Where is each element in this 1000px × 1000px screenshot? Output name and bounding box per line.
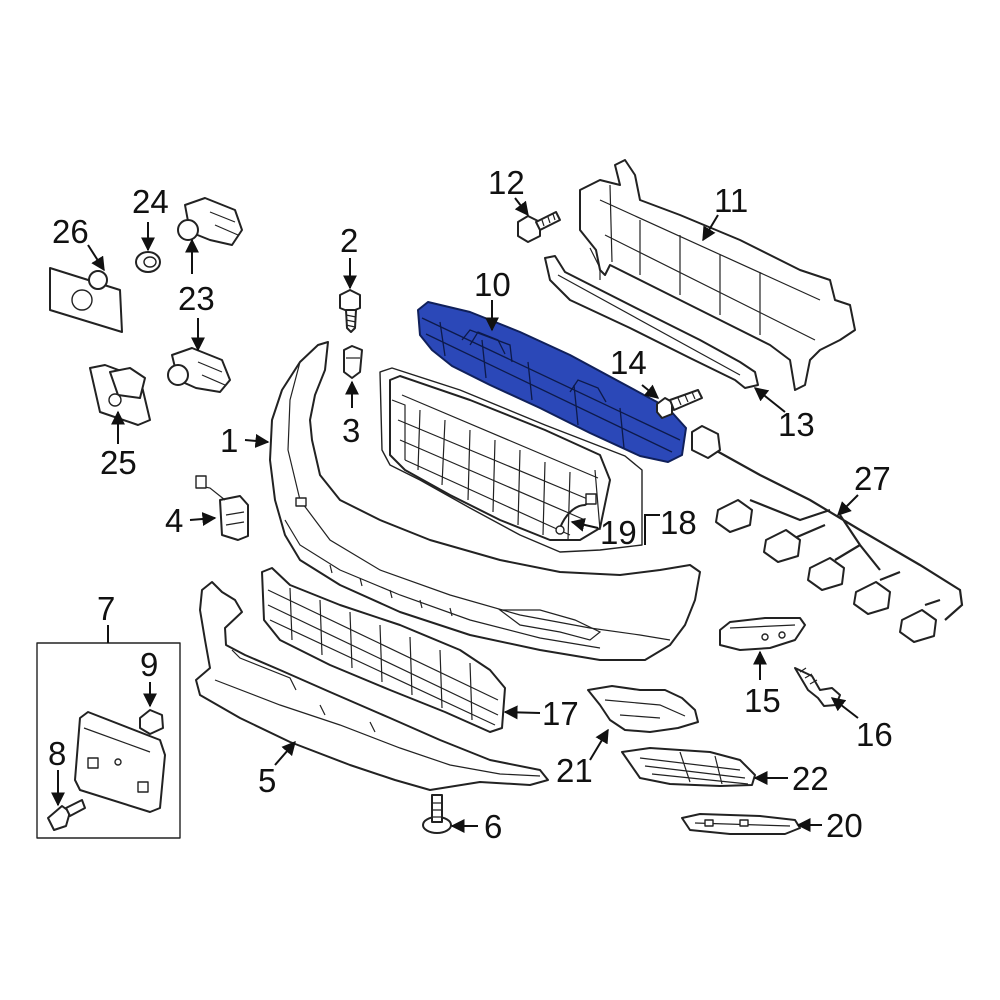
callout-6: 6 — [484, 808, 502, 845]
part-19-wire[interactable] — [555, 493, 597, 535]
callout-26: 26 — [52, 213, 89, 250]
callout-7: 7 — [97, 590, 115, 627]
callout-3: 3 — [342, 412, 360, 449]
part-8-rivet[interactable] — [47, 799, 86, 831]
callout-13: 13 — [778, 406, 815, 443]
part-18-grille[interactable] — [379, 367, 643, 553]
callout-19: 19 — [600, 514, 637, 551]
absorber-fill — [417, 301, 687, 463]
part-24-seal[interactable] — [135, 251, 161, 273]
callout-21: 21 — [556, 752, 593, 789]
part-25-sensor-bracket[interactable] — [89, 364, 151, 426]
callout-17: 17 — [542, 695, 579, 732]
callout-4: 4 — [165, 502, 183, 539]
callout-18: 18 — [660, 504, 697, 541]
callout-2: 2 — [340, 222, 358, 259]
part-2-screw[interactable] — [339, 289, 361, 333]
part-6-push-pin[interactable] — [422, 794, 452, 834]
callout-9: 9 — [140, 646, 158, 683]
part-7-license-bracket[interactable] — [74, 711, 166, 813]
callout-24: 24 — [132, 183, 169, 220]
callout-23: 23 — [178, 280, 215, 317]
callout-25: 25 — [100, 444, 137, 481]
callout-22: 22 — [792, 760, 829, 797]
callout-labels: 1 2 3 4 5 6 7 8 9 10 11 12 13 14 15 16 1… — [48, 164, 893, 845]
callout-8: 8 — [48, 735, 66, 772]
part-15-fog-cover[interactable] — [719, 617, 806, 651]
callout-27: 27 — [854, 460, 891, 497]
part-20-trim-strip[interactable] — [681, 813, 801, 835]
part-11-bumper-reinforcement[interactable] — [579, 159, 856, 391]
part-1-bumper-cover[interactable] — [269, 341, 701, 661]
callout-16: 16 — [856, 716, 893, 753]
part-23-parking-sensor[interactable] — [167, 197, 243, 393]
callout-15: 15 — [744, 682, 781, 719]
callout-5: 5 — [258, 762, 276, 799]
callout-10: 10 — [474, 266, 511, 303]
part-22-grille-insert[interactable] — [621, 747, 756, 787]
callout-11: 11 — [714, 182, 748, 219]
part-14-bolt[interactable] — [656, 389, 703, 419]
part-10-energy-absorber[interactable] — [417, 301, 687, 463]
part-12-bolt[interactable] — [517, 211, 561, 243]
part-26-sensor-mount[interactable] — [49, 267, 123, 333]
callout-20: 20 — [826, 807, 863, 844]
part-27-wiring-harness[interactable] — [691, 425, 964, 643]
part-5-lower-spoiler[interactable] — [195, 581, 549, 791]
part-3-clip-nut[interactable] — [343, 345, 363, 379]
part-9-clip[interactable] — [139, 709, 164, 735]
part-4-sensor[interactable] — [195, 475, 249, 541]
leader-lines — [51, 197, 859, 833]
part-13-absorber-strip[interactable] — [544, 255, 759, 389]
callout-1: 1 — [220, 422, 238, 459]
part-21-bracket[interactable] — [587, 685, 699, 733]
callout-12: 12 — [488, 164, 525, 201]
part-7-license-kit-box[interactable] — [36, 625, 181, 839]
part-16-bolt[interactable] — [794, 667, 841, 707]
part-17-lower-grille[interactable] — [261, 567, 506, 733]
callout-14: 14 — [610, 344, 647, 381]
